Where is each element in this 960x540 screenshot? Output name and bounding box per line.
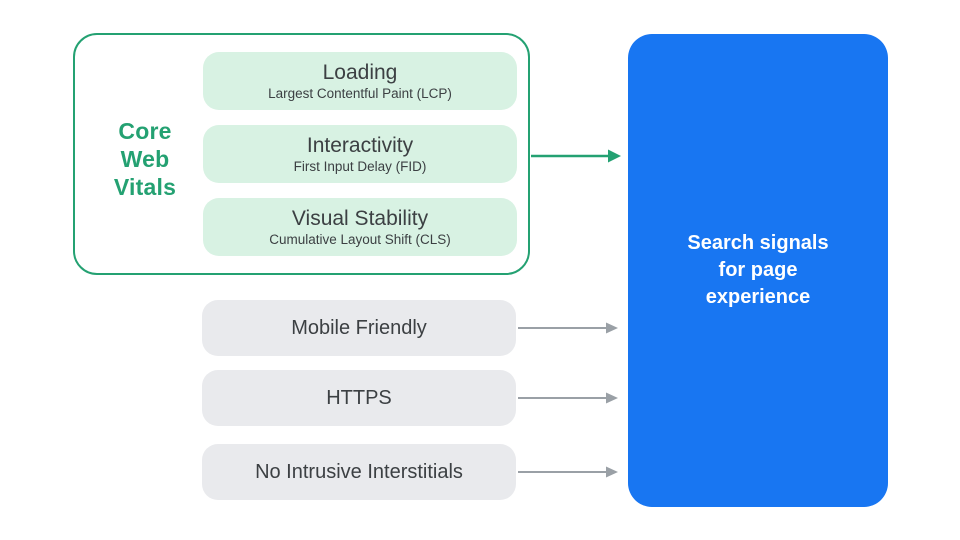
arrow-https-icon xyxy=(518,392,618,404)
pill-interactivity: Interactivity First Input Delay (FID) xyxy=(203,125,517,183)
pill-no-intrusive-interstitials-label: No Intrusive Interstitials xyxy=(255,461,463,483)
pill-interactivity-title: Interactivity xyxy=(306,133,414,157)
arrow-core-web-vitals-icon xyxy=(531,149,621,163)
pill-no-intrusive-interstitials: No Intrusive Interstitials xyxy=(202,444,516,500)
pill-interactivity-subtitle: First Input Delay (FID) xyxy=(293,158,427,174)
arrow-no-intrusive-interstitials-icon xyxy=(518,466,618,478)
pill-visual-stability-title: Visual Stability xyxy=(291,206,429,230)
pill-loading-subtitle: Largest Contentful Paint (LCP) xyxy=(268,85,452,101)
pill-visual-stability-subtitle: Cumulative Layout Shift (CLS) xyxy=(269,231,451,247)
pill-visual-stability: Visual Stability Cumulative Layout Shift… xyxy=(203,198,517,256)
pill-loading: Loading Largest Contentful Paint (LCP) xyxy=(203,52,517,110)
search-signals-box: Search signals for page experience xyxy=(628,34,888,507)
search-signals-label: Search signals for page experience xyxy=(687,232,829,308)
pill-https-label: HTTPS xyxy=(326,387,392,409)
pill-loading-title: Loading xyxy=(322,60,398,84)
pill-mobile-friendly-label: Mobile Friendly xyxy=(291,317,427,339)
core-web-vitals-group: Core Web Vitals Loading Largest Contentf… xyxy=(73,33,530,275)
arrow-mobile-friendly-icon xyxy=(518,322,618,334)
pill-https: HTTPS xyxy=(202,370,516,426)
core-web-vitals-label: Core Web Vitals xyxy=(113,118,177,200)
pill-mobile-friendly: Mobile Friendly xyxy=(202,300,516,356)
